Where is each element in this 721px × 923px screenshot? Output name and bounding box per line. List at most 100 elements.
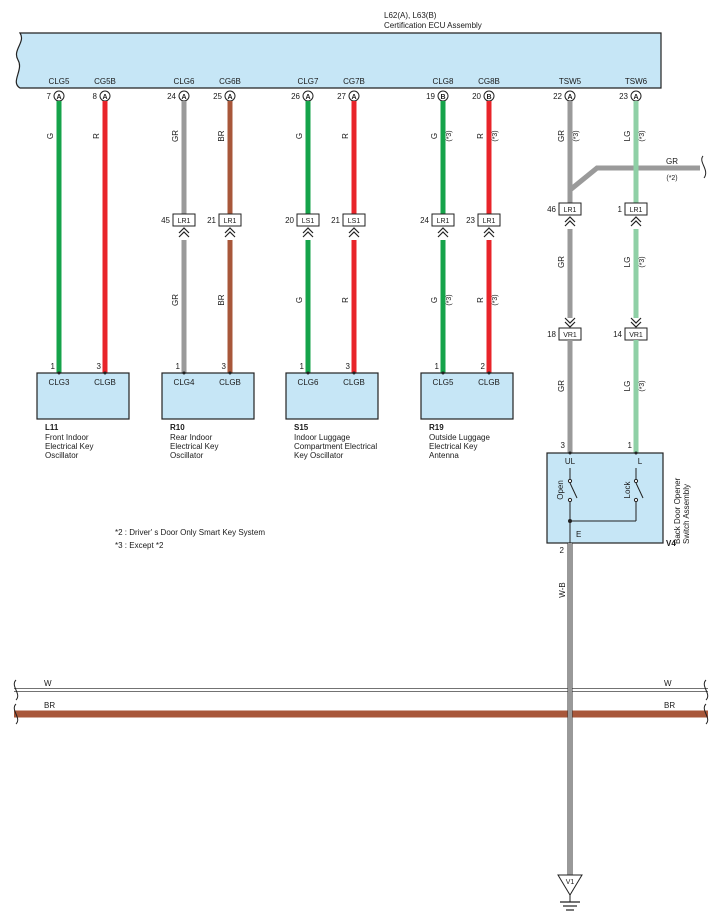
component-box (161, 372, 255, 420)
component-name-line: Rear Indoor (170, 433, 213, 442)
component-label-b: CLGB (343, 378, 365, 387)
ecu-pin-conn-letter: A (567, 94, 572, 101)
component-name-line: Outside Luggage (429, 433, 490, 442)
component-label-a: CLG5 (433, 378, 454, 387)
wire-1: G (46, 101, 62, 373)
wire-color-lower: GR (171, 294, 180, 306)
junction-chevron-icon (483, 227, 495, 238)
ecu-pin-cg6b: CG6B A 25 (213, 77, 241, 102)
bus-br-label-right: BR (664, 701, 675, 710)
tsw6-color-3: LG (623, 381, 632, 392)
wire-color-lower: BR (217, 294, 226, 305)
ecu-pin-conn-letter: A (305, 94, 310, 101)
bus-br-label-left: BR (44, 701, 55, 710)
wire-color-upper: R (476, 133, 485, 139)
bus-w: W W (14, 679, 708, 692)
switch-open-label: Open (556, 480, 565, 500)
component-label-b: CLGB (219, 378, 241, 387)
switch-label-e: E (576, 530, 581, 539)
component-name-line: Front Indoor (45, 433, 89, 442)
wire-2: R (92, 101, 108, 373)
ecu-pin-label: TSW5 (559, 77, 582, 86)
component-name-line: Electrical Key (429, 442, 477, 451)
junction-1-pin: 45 (161, 216, 170, 225)
switch-label-ul: UL (565, 457, 576, 466)
tsw6-junction-1-conn: LR1 (630, 207, 643, 214)
note-2: *2 : Driver' s Door Only Smart Key Syste… (115, 528, 265, 537)
component-pin-a: 1 (435, 362, 440, 371)
ecu-pin-number: 7 (47, 92, 52, 101)
junction-chevron-icon (437, 227, 449, 238)
wire-note-upper: (*3) (446, 130, 453, 141)
ecu-pin-label: CLG8 (433, 77, 454, 86)
tsw5-branch-note: (*2) (666, 175, 677, 182)
tsw5-junction-2-conn: VR1 (563, 332, 577, 339)
component-pin-a: 1 (300, 362, 305, 371)
wire-color-upper: BR (217, 130, 226, 141)
junction-6-pin: 23 (466, 216, 475, 225)
tsw5-junction-1-chevron-icon (564, 216, 576, 227)
component-code: R19 (429, 423, 444, 432)
ecu-pin-label: CG6B (219, 77, 241, 86)
component-pin-b: 3 (97, 362, 102, 371)
junction-6-conn: LR1 (483, 218, 496, 225)
ecu-pin-number: 23 (619, 92, 628, 101)
ecu-pin-conn-letter: A (227, 94, 232, 101)
switch-pin-e: 2 (560, 546, 565, 555)
ecu-pin-label: CG5B (94, 77, 116, 86)
tsw6-junction-2-chevron-icon (630, 317, 642, 328)
ecu-pin-number: 25 (213, 92, 222, 101)
junction-5-conn: LR1 (437, 218, 450, 225)
component-name-line: Electrical Key (45, 442, 93, 451)
component-box (285, 372, 379, 420)
component-pin-b: 3 (222, 362, 227, 371)
component-box (420, 372, 514, 420)
component-name-line: Key Oscillator (294, 451, 344, 460)
ground-wire: W-B V1 (557, 543, 583, 911)
wire-color-lower: G (430, 297, 439, 303)
ecu-pin-label: TSW6 (625, 77, 648, 86)
ecu-pin-number: 27 (337, 92, 346, 101)
ecu-pin-number: 20 (472, 92, 481, 101)
wire-color-upper: R (341, 133, 350, 139)
component-label-a: CLG6 (298, 378, 319, 387)
junction-chevron-icon (302, 227, 314, 238)
tsw5-color-2: GR (557, 256, 566, 268)
component-name-line: Oscillator (45, 451, 79, 460)
wire-note-lower: (*3) (446, 294, 453, 305)
switch-name-2: Switch Assembly (682, 484, 691, 544)
ecu-pin-label: CG7B (343, 77, 365, 86)
ecu-name: Certification ECU Assembly (384, 21, 482, 30)
switch-label-l: L (638, 457, 643, 466)
junction-2-pin: 21 (207, 216, 216, 225)
wire-color-upper: R (92, 133, 101, 139)
ground-code: V1 (566, 879, 575, 886)
ecu-pins: CLG5A7CG5BA8CLG6A24CG6BA25CLG7A26CG7BA27… (47, 77, 648, 102)
component-label-a: CLG4 (174, 378, 195, 387)
ecu-pin-number: 26 (291, 92, 300, 101)
component-name-line: Indoor Luggage (294, 433, 351, 442)
component-name-line: Antenna (429, 451, 459, 460)
ecu-pin-number: 8 (93, 92, 98, 101)
ecu-pin-conn-letter: A (633, 94, 638, 101)
wire-color-lower: R (476, 297, 485, 303)
component-name-line: Oscillator (170, 451, 204, 460)
component-code: R10 (170, 423, 185, 432)
tsw5-color-3: GR (557, 380, 566, 392)
ecu-pin-label: CLG5 (49, 77, 70, 86)
